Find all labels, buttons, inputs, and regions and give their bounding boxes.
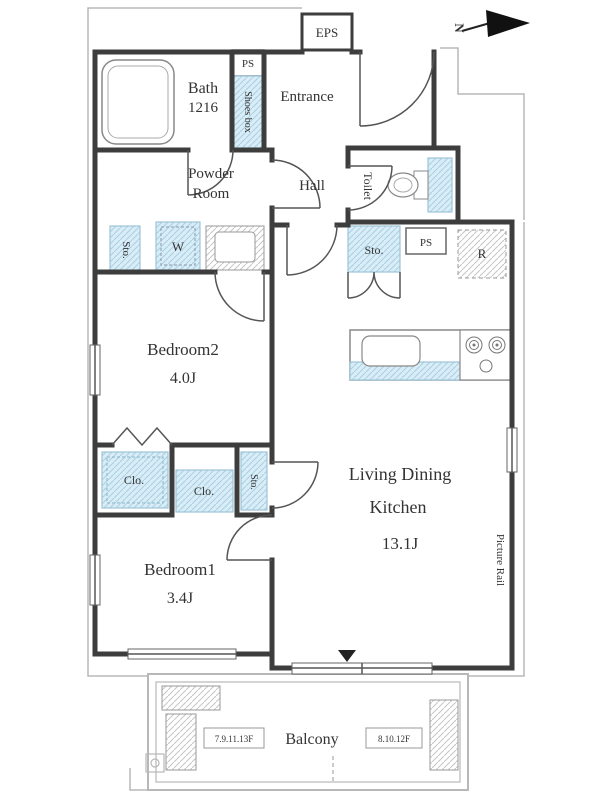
doors (111, 51, 435, 561)
toilet-icon (387, 157, 453, 213)
window-icon (127, 648, 237, 660)
vanity-sink-icon (205, 225, 265, 271)
storage-left-label: Sto. (120, 241, 132, 259)
fridge-label: R (478, 246, 487, 261)
closet1-label: Clo. (124, 473, 144, 487)
shoes-box-label: Shoes box (242, 91, 253, 132)
drain-box (145, 753, 165, 773)
floor-note-box-right (365, 727, 423, 749)
floors-right-label: 8.10.12F (378, 734, 410, 744)
bedroom2-label: Bedroom2 (147, 340, 219, 359)
window-icon (89, 554, 101, 606)
labels: EPS PS Bath 1216 Shoes box Entrance Powd… (120, 25, 506, 748)
storage-mid-label: Sto. (248, 474, 259, 490)
storage-door-swing-icon (271, 461, 319, 509)
bath-size-label: 1216 (188, 100, 219, 116)
drain-icon (150, 758, 160, 768)
powder-room-label-2: Room (193, 186, 230, 202)
ps-top-label: PS (242, 58, 254, 70)
window-icon (89, 344, 101, 396)
north-arrow-icon (486, 10, 530, 37)
bedroom1-door-swing-icon (226, 514, 273, 561)
floors-left-label: 7.9.11.13F (215, 734, 253, 744)
balcony-label: Balcony (285, 731, 338, 748)
eps-label: EPS (316, 25, 338, 40)
outer-contour-topright (440, 47, 525, 220)
bath-label: Bath (188, 80, 218, 97)
floor-note-box-left (203, 727, 265, 749)
fixtures (101, 12, 513, 513)
kitchen-counter (349, 329, 513, 381)
entrance-door-swing-icon (359, 51, 435, 127)
storage-hall-label: Sto. (364, 243, 383, 257)
powder-room-label-1: Powder (188, 166, 234, 182)
washer-icon (155, 221, 201, 271)
stove-icon (459, 329, 513, 381)
ps-mid-label: PS (420, 237, 432, 249)
bedroom1-size-label: 3.4J (167, 590, 193, 607)
window-icon (506, 427, 518, 473)
windows (89, 344, 518, 675)
bifold-closet-door-icon (111, 426, 173, 447)
storage-hall-box (347, 225, 401, 273)
ac-unit-icon (165, 713, 197, 771)
closet-2-box (175, 469, 234, 513)
compass: N (452, 10, 530, 37)
balcony-inner-wall (155, 681, 461, 783)
ldk-label-2: Kitchen (370, 497, 427, 517)
powder-door-swing-icon (271, 159, 321, 209)
exterior-outline (87, 7, 525, 791)
eps-box (300, 12, 354, 52)
ldk-size-label: 13.1J (382, 534, 419, 553)
storage-left-box (109, 225, 141, 275)
bathtub-icon (101, 59, 175, 145)
ps-mid-box (405, 227, 447, 255)
hall-label: Hall (299, 178, 325, 194)
fridge-space-box (457, 229, 507, 279)
bath-door-swing-icon (187, 149, 234, 196)
storage-double-door-icon (347, 271, 401, 299)
storage-mid-box (240, 451, 268, 511)
toilet-label: Toilet (361, 172, 375, 200)
north-arrow-tail (461, 22, 491, 32)
outer-contour-right (468, 222, 525, 677)
closet-1-box (101, 451, 169, 509)
balcony-access-triangle-icon (338, 650, 356, 662)
ldk-label-1: Living Dining (349, 464, 452, 484)
ldk-door-swing-icon (286, 224, 338, 276)
outer-contour-left (87, 7, 302, 654)
outer-contour-bottomleft (87, 654, 148, 677)
balcony-area (145, 673, 469, 791)
kitchen-sink-icon (361, 335, 421, 367)
washer-label: W (172, 239, 185, 254)
entrance-label: Entrance (280, 89, 334, 105)
toilet-door-swing-icon (347, 165, 393, 211)
ac-unit-icon (429, 699, 459, 771)
bedroom1-label: Bedroom1 (144, 560, 216, 579)
outer-steps (129, 768, 156, 791)
bedroom2-door-swing-icon (214, 271, 265, 322)
compass-label: N (452, 23, 467, 33)
bedroom2-size-label: 4.0J (170, 370, 196, 387)
sliding-door-icon (291, 662, 433, 675)
picture-rail-label: Picture Rail (494, 534, 506, 586)
closet2-label: Clo. (194, 484, 214, 498)
ac-unit-icon (161, 685, 221, 711)
